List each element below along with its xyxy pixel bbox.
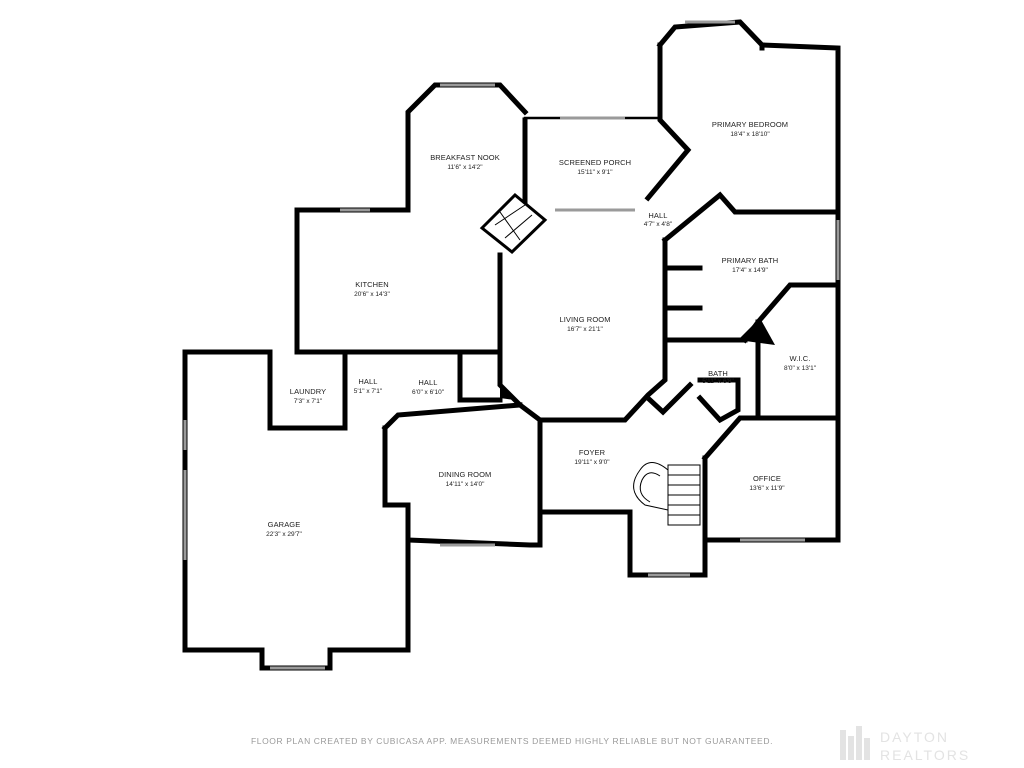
room-dims-primary-bath: 17'4" x 14'9" bbox=[732, 267, 768, 274]
room-name-hall-a: HALL bbox=[358, 377, 377, 386]
room-labels: PRIMARY BEDROOM 18'4" x 18'10" BREAKFAST… bbox=[266, 120, 817, 538]
room-name-kitchen: KITCHEN bbox=[355, 280, 389, 289]
logo-line-2: REALTORS bbox=[880, 747, 970, 763]
room-dims-breakfast-nook: 11'6" x 14'2" bbox=[447, 164, 483, 171]
room-dims-office: 13'6" x 11'9" bbox=[749, 485, 785, 492]
room-dims-hall-a: 5'1" x 7'1" bbox=[354, 388, 383, 395]
room-name-dining-room: DINING ROOM bbox=[439, 470, 492, 479]
room-dims-hall-small: 4'7" x 4'8" bbox=[644, 221, 673, 228]
room-name-hall-b: HALL bbox=[418, 378, 437, 387]
room-dims-bath: 5'11" x 6'8" bbox=[702, 378, 734, 385]
wall-corner-fill bbox=[738, 318, 775, 345]
windows bbox=[183, 20, 840, 670]
room-name-garage: GARAGE bbox=[268, 520, 301, 529]
room-name-screened-porch: SCREENED PORCH bbox=[559, 158, 631, 167]
room-dims-kitchen: 20'6" x 14'3" bbox=[354, 291, 390, 298]
wall-corner-fill bbox=[500, 385, 515, 400]
room-dims-primary-bedroom: 18'4" x 18'10" bbox=[730, 131, 770, 138]
staircase bbox=[633, 462, 701, 526]
room-dims-screened-porch: 15'11" x 9'1" bbox=[577, 169, 613, 176]
room-name-primary-bedroom: PRIMARY BEDROOM bbox=[712, 120, 788, 129]
room-name-wic: W.I.C. bbox=[789, 354, 810, 363]
room-name-laundry: LAUNDRY bbox=[290, 387, 326, 396]
room-dims-laundry: 7'3" x 7'1" bbox=[294, 398, 323, 405]
disclaimer-text: FLOOR PLAN CREATED BY CUBICASA APP. MEAS… bbox=[250, 736, 774, 746]
walls bbox=[182, 19, 841, 671]
dayton-realtors-logo: DAYTON REALTORS bbox=[840, 726, 970, 763]
fireplace bbox=[479, 192, 548, 254]
room-name-breakfast-nook: BREAKFAST NOOK bbox=[430, 153, 500, 162]
room-dims-living-room: 16'7" x 21'1" bbox=[567, 326, 603, 333]
logo-icon bbox=[840, 726, 870, 760]
logo-line-1: DAYTON bbox=[880, 729, 949, 745]
room-name-bath: BATH bbox=[708, 369, 728, 378]
room-dims-dining-room: 14'11" x 14'0" bbox=[446, 481, 485, 488]
room-dims-hall-b: 6'0" x 6'10" bbox=[412, 389, 445, 396]
room-name-foyer: FOYER bbox=[579, 448, 606, 457]
room-dims-wic: 8'0" x 13'1" bbox=[784, 365, 817, 372]
room-name-hall-small: HALL bbox=[648, 211, 667, 220]
room-dims-foyer: 19'11" x 9'0" bbox=[574, 459, 610, 466]
room-name-primary-bath: PRIMARY BATH bbox=[722, 256, 779, 265]
room-name-living-room: LIVING ROOM bbox=[559, 315, 610, 324]
room-dims-garage: 22'3" x 29'7" bbox=[266, 531, 302, 538]
room-name-office: OFFICE bbox=[753, 474, 781, 483]
